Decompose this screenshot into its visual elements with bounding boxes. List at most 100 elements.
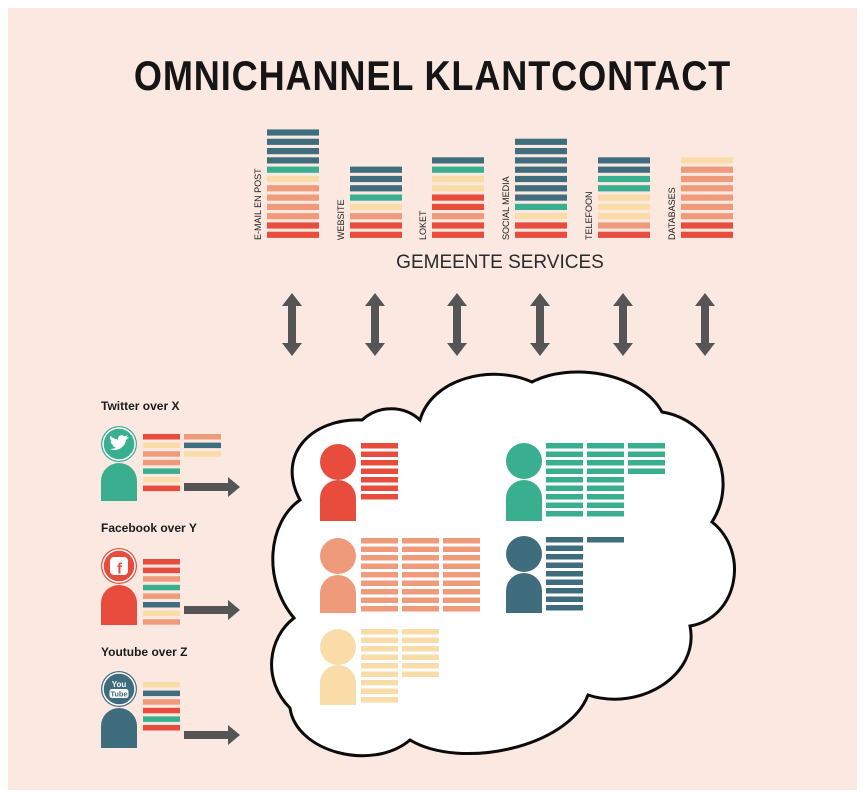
channel-bar bbox=[515, 213, 567, 220]
data-bar bbox=[402, 546, 439, 552]
data-bars bbox=[361, 538, 480, 612]
channel-bar bbox=[515, 148, 567, 155]
data-bar bbox=[143, 477, 180, 483]
person-slate bbox=[506, 536, 542, 613]
data-bar bbox=[402, 580, 439, 586]
data-bar bbox=[443, 538, 480, 544]
right-arrow-icon bbox=[184, 477, 240, 497]
data-bar bbox=[361, 538, 398, 544]
data-bar bbox=[143, 716, 180, 722]
channel-bar bbox=[432, 231, 484, 238]
platform-label: Facebook over Y bbox=[101, 521, 197, 535]
channel-bar bbox=[267, 175, 319, 183]
data-bar bbox=[361, 637, 398, 643]
data-bar bbox=[546, 511, 583, 517]
data-bar bbox=[143, 690, 180, 697]
channel-bar bbox=[432, 222, 484, 229]
data-bar bbox=[402, 671, 439, 677]
channel-bar bbox=[350, 203, 402, 210]
data-bar bbox=[361, 580, 398, 586]
data-bar bbox=[143, 485, 180, 492]
youtube-logo-you: You bbox=[112, 680, 127, 689]
youtube-logo-tube: Tube bbox=[110, 690, 127, 699]
avatar-body bbox=[506, 573, 542, 613]
data-bar bbox=[546, 477, 583, 483]
channel-bar bbox=[515, 175, 567, 183]
avatar-head bbox=[320, 629, 356, 665]
data-bar bbox=[443, 606, 480, 612]
data-bar bbox=[143, 442, 180, 449]
data-bar bbox=[402, 606, 439, 612]
avatar-head bbox=[506, 443, 542, 479]
double-arrow-icon bbox=[613, 293, 633, 356]
channel-bar bbox=[432, 213, 484, 220]
channel-label: TELEFOON bbox=[584, 191, 594, 240]
data-bar bbox=[143, 610, 180, 617]
channel-bar bbox=[432, 194, 484, 201]
data-bar bbox=[546, 451, 583, 457]
avatar-body bbox=[320, 480, 356, 521]
channel-stack-4 bbox=[515, 138, 567, 238]
data-bar bbox=[361, 468, 398, 474]
data-bar bbox=[628, 468, 665, 474]
channel-bar bbox=[267, 231, 319, 238]
data-bar bbox=[546, 545, 583, 551]
channel-bar bbox=[681, 175, 733, 183]
channel-bar bbox=[432, 166, 484, 173]
platform-twitter bbox=[101, 426, 240, 501]
channel-bar bbox=[515, 231, 567, 238]
data-bar bbox=[546, 502, 583, 508]
data-bar bbox=[361, 443, 398, 449]
person-peach bbox=[320, 629, 356, 705]
data-bar bbox=[143, 451, 180, 457]
data-bar bbox=[628, 460, 665, 466]
data-bar bbox=[587, 485, 624, 491]
channel-bar bbox=[598, 157, 650, 164]
channel-bar bbox=[267, 222, 319, 229]
channel-stack-3 bbox=[432, 157, 484, 238]
data-bar bbox=[587, 477, 624, 483]
channel-bar bbox=[515, 138, 567, 145]
data-bar bbox=[143, 567, 180, 574]
channel-bar bbox=[267, 185, 319, 192]
data-bar bbox=[184, 434, 221, 440]
double-arrow-icon bbox=[447, 293, 467, 356]
avatar-body bbox=[506, 480, 542, 521]
data-bar bbox=[587, 460, 624, 466]
data-bar bbox=[402, 538, 439, 544]
data-bar bbox=[546, 443, 583, 449]
channel-stack-6 bbox=[681, 157, 733, 238]
data-bar bbox=[143, 602, 180, 608]
data-bar bbox=[361, 589, 398, 595]
data-bar bbox=[361, 572, 398, 578]
data-bar bbox=[546, 460, 583, 466]
channel-bar bbox=[598, 175, 650, 183]
platform-label: Twitter over X bbox=[101, 399, 180, 413]
data-bar bbox=[361, 697, 398, 703]
data-bar bbox=[361, 460, 398, 466]
data-bar bbox=[361, 485, 398, 491]
data-bar bbox=[361, 680, 398, 686]
data-bar bbox=[402, 637, 439, 643]
data-bar bbox=[546, 537, 583, 543]
data-bar bbox=[546, 605, 583, 611]
data-bar bbox=[361, 477, 398, 483]
channel-bar bbox=[515, 194, 567, 201]
data-bar bbox=[143, 707, 180, 714]
person-red bbox=[320, 444, 356, 521]
channel-bar bbox=[681, 222, 733, 229]
double-arrow-icon bbox=[530, 293, 550, 356]
avatar-head bbox=[320, 538, 356, 574]
data-bar bbox=[546, 554, 583, 560]
avatar-body bbox=[320, 575, 356, 613]
person-teal bbox=[506, 443, 542, 521]
data-bar bbox=[402, 663, 439, 669]
data-bar bbox=[443, 546, 480, 552]
data-bar bbox=[143, 619, 180, 625]
channel-bar bbox=[432, 203, 484, 210]
channel-bar bbox=[598, 203, 650, 210]
channel-bar bbox=[681, 166, 733, 173]
channel-bar bbox=[515, 185, 567, 192]
data-bar bbox=[361, 671, 398, 677]
